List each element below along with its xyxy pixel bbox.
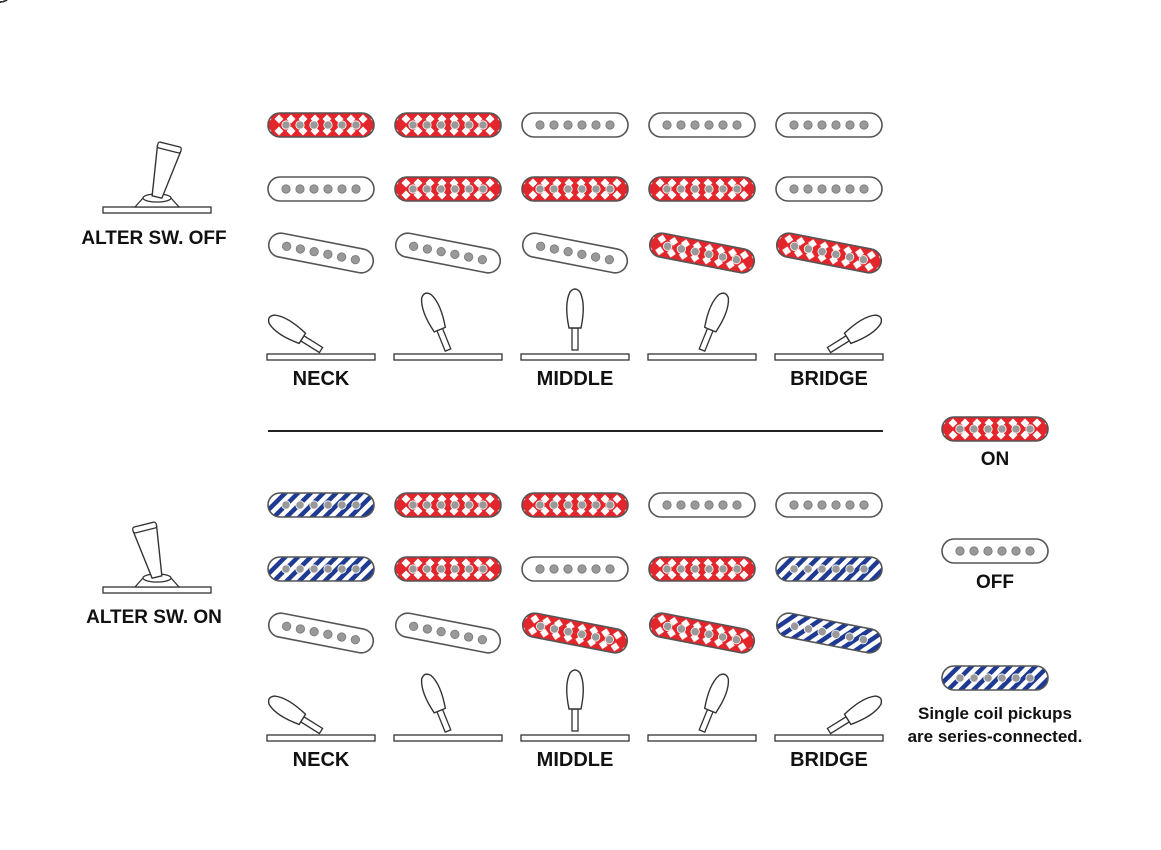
legend-label-on: ON bbox=[981, 449, 1010, 470]
pickup-middle bbox=[267, 556, 375, 582]
lever-switch-icon bbox=[0, 0, 757, 742]
pickup-neck bbox=[394, 492, 502, 518]
pickup-grid bbox=[267, 112, 883, 274]
pickup-middle bbox=[648, 556, 756, 582]
legend-label-series-line1: Single coil pickups bbox=[918, 704, 1072, 723]
pickup-grid bbox=[267, 492, 883, 654]
pickup-bridge bbox=[775, 612, 883, 654]
lever-switch-icon bbox=[0, 0, 376, 742]
pickup-bridge bbox=[267, 232, 375, 274]
pickup-middle bbox=[394, 176, 502, 202]
section-alter-on: ALTER SW. ON NECK MIDDLE BRIDGE bbox=[0, 0, 884, 771]
lever-switch-icon bbox=[0, 0, 630, 361]
pickup-bridge bbox=[775, 232, 883, 274]
pickup-bridge bbox=[521, 232, 629, 274]
legend-pickup-off-icon bbox=[941, 538, 1049, 564]
pickup-neck bbox=[648, 492, 756, 518]
pickup-middle bbox=[394, 556, 502, 582]
pickup-middle bbox=[648, 176, 756, 202]
position-label-middle: MIDDLE bbox=[537, 749, 614, 771]
pickup-neck bbox=[775, 492, 883, 518]
pickup-neck bbox=[267, 112, 375, 138]
position-label-bridge: BRIDGE bbox=[790, 368, 868, 390]
pickup-middle bbox=[521, 176, 629, 202]
legend-label-series-line2: are series-connected. bbox=[908, 727, 1083, 746]
alter-switch-on-icon bbox=[102, 521, 212, 594]
alter-switch-label: ALTER SW. OFF bbox=[81, 228, 226, 249]
toggle-switch-icon bbox=[102, 141, 212, 214]
legend-pickup-on-icon bbox=[941, 416, 1049, 442]
pickup-bridge bbox=[648, 612, 756, 654]
switch-row bbox=[0, 0, 884, 361]
pickup-neck bbox=[521, 492, 629, 518]
lever-switch-icon bbox=[0, 0, 757, 361]
lever-switch-icon bbox=[0, 0, 884, 742]
lever-switch-icon bbox=[0, 0, 503, 361]
pickup-middle bbox=[775, 556, 883, 582]
section-alter-off: ALTER SW. OFF NECK MIDDLE BRIDGE bbox=[0, 0, 884, 390]
toggle-switch-icon bbox=[102, 521, 212, 594]
pickup-neck bbox=[394, 112, 502, 138]
lever-switch-icon bbox=[0, 0, 630, 742]
legend-label-off: OFF bbox=[976, 572, 1014, 593]
position-label-neck: NECK bbox=[293, 368, 350, 390]
pickup-middle bbox=[521, 556, 629, 582]
alter-switch-off-icon bbox=[102, 141, 212, 214]
position-label-neck: NECK bbox=[293, 749, 350, 771]
switch-row bbox=[0, 0, 884, 742]
pickup-middle bbox=[775, 176, 883, 202]
lever-switch-icon bbox=[0, 0, 884, 361]
position-label-middle: MIDDLE bbox=[537, 368, 614, 390]
alter-switch-label: ALTER SW. ON bbox=[86, 607, 222, 628]
pickup-bridge bbox=[394, 232, 502, 274]
pickup-neck bbox=[648, 112, 756, 138]
legend: ON OFF Single coil pickups are series-co… bbox=[908, 416, 1083, 746]
pickup-middle bbox=[267, 176, 375, 202]
pickup-bridge bbox=[267, 612, 375, 654]
pickup-neck bbox=[521, 112, 629, 138]
pickup-bridge bbox=[394, 612, 502, 654]
position-label-bridge: BRIDGE bbox=[790, 749, 868, 771]
pickup-bridge bbox=[521, 612, 629, 654]
pickup-bridge bbox=[648, 232, 756, 274]
pickup-neck bbox=[267, 492, 375, 518]
legend-pickup-series-icon bbox=[941, 665, 1049, 691]
pickup-neck bbox=[775, 112, 883, 138]
